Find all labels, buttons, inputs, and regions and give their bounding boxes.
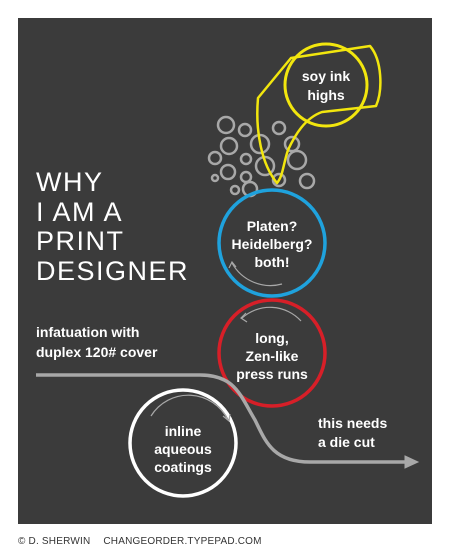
diecut-line: this needs <box>318 415 387 431</box>
infatuation-label: infatuation with duplex 120# cover <box>36 324 158 360</box>
arrowhead-icon <box>222 413 231 423</box>
paper-path <box>36 373 420 469</box>
platen-circle-group: Platen? Heidelberg? both! <box>217 188 327 298</box>
bubble <box>254 155 276 177</box>
title: WHY I AM A PRINT DESIGNER <box>36 167 189 286</box>
soy-ink-label: soy ink <box>302 68 350 84</box>
title-line: PRINT <box>36 226 125 256</box>
platen-label: both! <box>255 254 290 270</box>
bubble <box>219 136 239 156</box>
paper-path-line <box>36 373 408 464</box>
soy-ink-bubble: soy ink highs <box>256 42 382 185</box>
bubble <box>210 173 220 183</box>
infatuation-line: infatuation with <box>36 324 139 340</box>
diecut-label: this needs a die cut <box>318 415 387 450</box>
aqueous-label: inline <box>165 423 202 439</box>
soy-ink-label: highs <box>307 87 345 103</box>
bubble <box>271 120 287 136</box>
arrowhead-icon <box>240 312 248 323</box>
zen-label: press runs <box>236 366 308 382</box>
zen-label: Zen-like <box>246 348 299 364</box>
zen-circle <box>217 298 327 408</box>
footer-site: CHANGEORDER.TYPEPAD.COM <box>103 536 262 547</box>
rotation-arrow-icon <box>241 306 302 322</box>
arrow-head-icon <box>404 455 420 469</box>
infatuation-line: duplex 120# cover <box>36 344 158 360</box>
platen-circle <box>217 188 327 298</box>
bubble <box>286 149 308 171</box>
bubble <box>237 122 253 138</box>
title-line: WHY <box>36 167 104 197</box>
bubble <box>216 115 236 135</box>
rotation-arrow-icon <box>150 394 229 421</box>
zen-circle-group: long, Zen-like press runs <box>217 298 327 408</box>
soy-ink-circle <box>283 42 369 128</box>
aqueous-label: coatings <box>154 459 212 475</box>
bubble <box>283 135 301 153</box>
bubble <box>229 184 241 196</box>
bubble <box>219 163 237 181</box>
bubble <box>271 172 287 188</box>
footer-credit: © D. SHERWIN CHANGEORDER.TYPEPAD.COM <box>18 536 272 547</box>
platen-label: Platen? <box>247 218 298 234</box>
title-line: I AM A <box>36 197 123 227</box>
arrowhead-icon <box>228 260 237 269</box>
bubble <box>239 170 253 184</box>
title-line: DESIGNER <box>36 256 189 286</box>
rotation-arrow-icon <box>231 262 283 287</box>
zen-label: long, <box>255 330 288 346</box>
aqueous-circle-group: inline aqueous coatings <box>128 388 238 498</box>
aqueous-circle <box>128 388 238 498</box>
bubble <box>207 150 223 166</box>
footer-author: © D. SHERWIN <box>18 536 91 547</box>
platen-label: Heidelberg? <box>232 236 313 252</box>
bubble <box>239 152 253 166</box>
aqueous-label: aqueous <box>154 441 212 457</box>
soy-ink-outline <box>256 44 382 185</box>
bubble <box>249 133 271 155</box>
ink-bubbles <box>207 115 316 198</box>
diecut-line: a die cut <box>318 434 375 450</box>
bubble <box>298 172 316 190</box>
